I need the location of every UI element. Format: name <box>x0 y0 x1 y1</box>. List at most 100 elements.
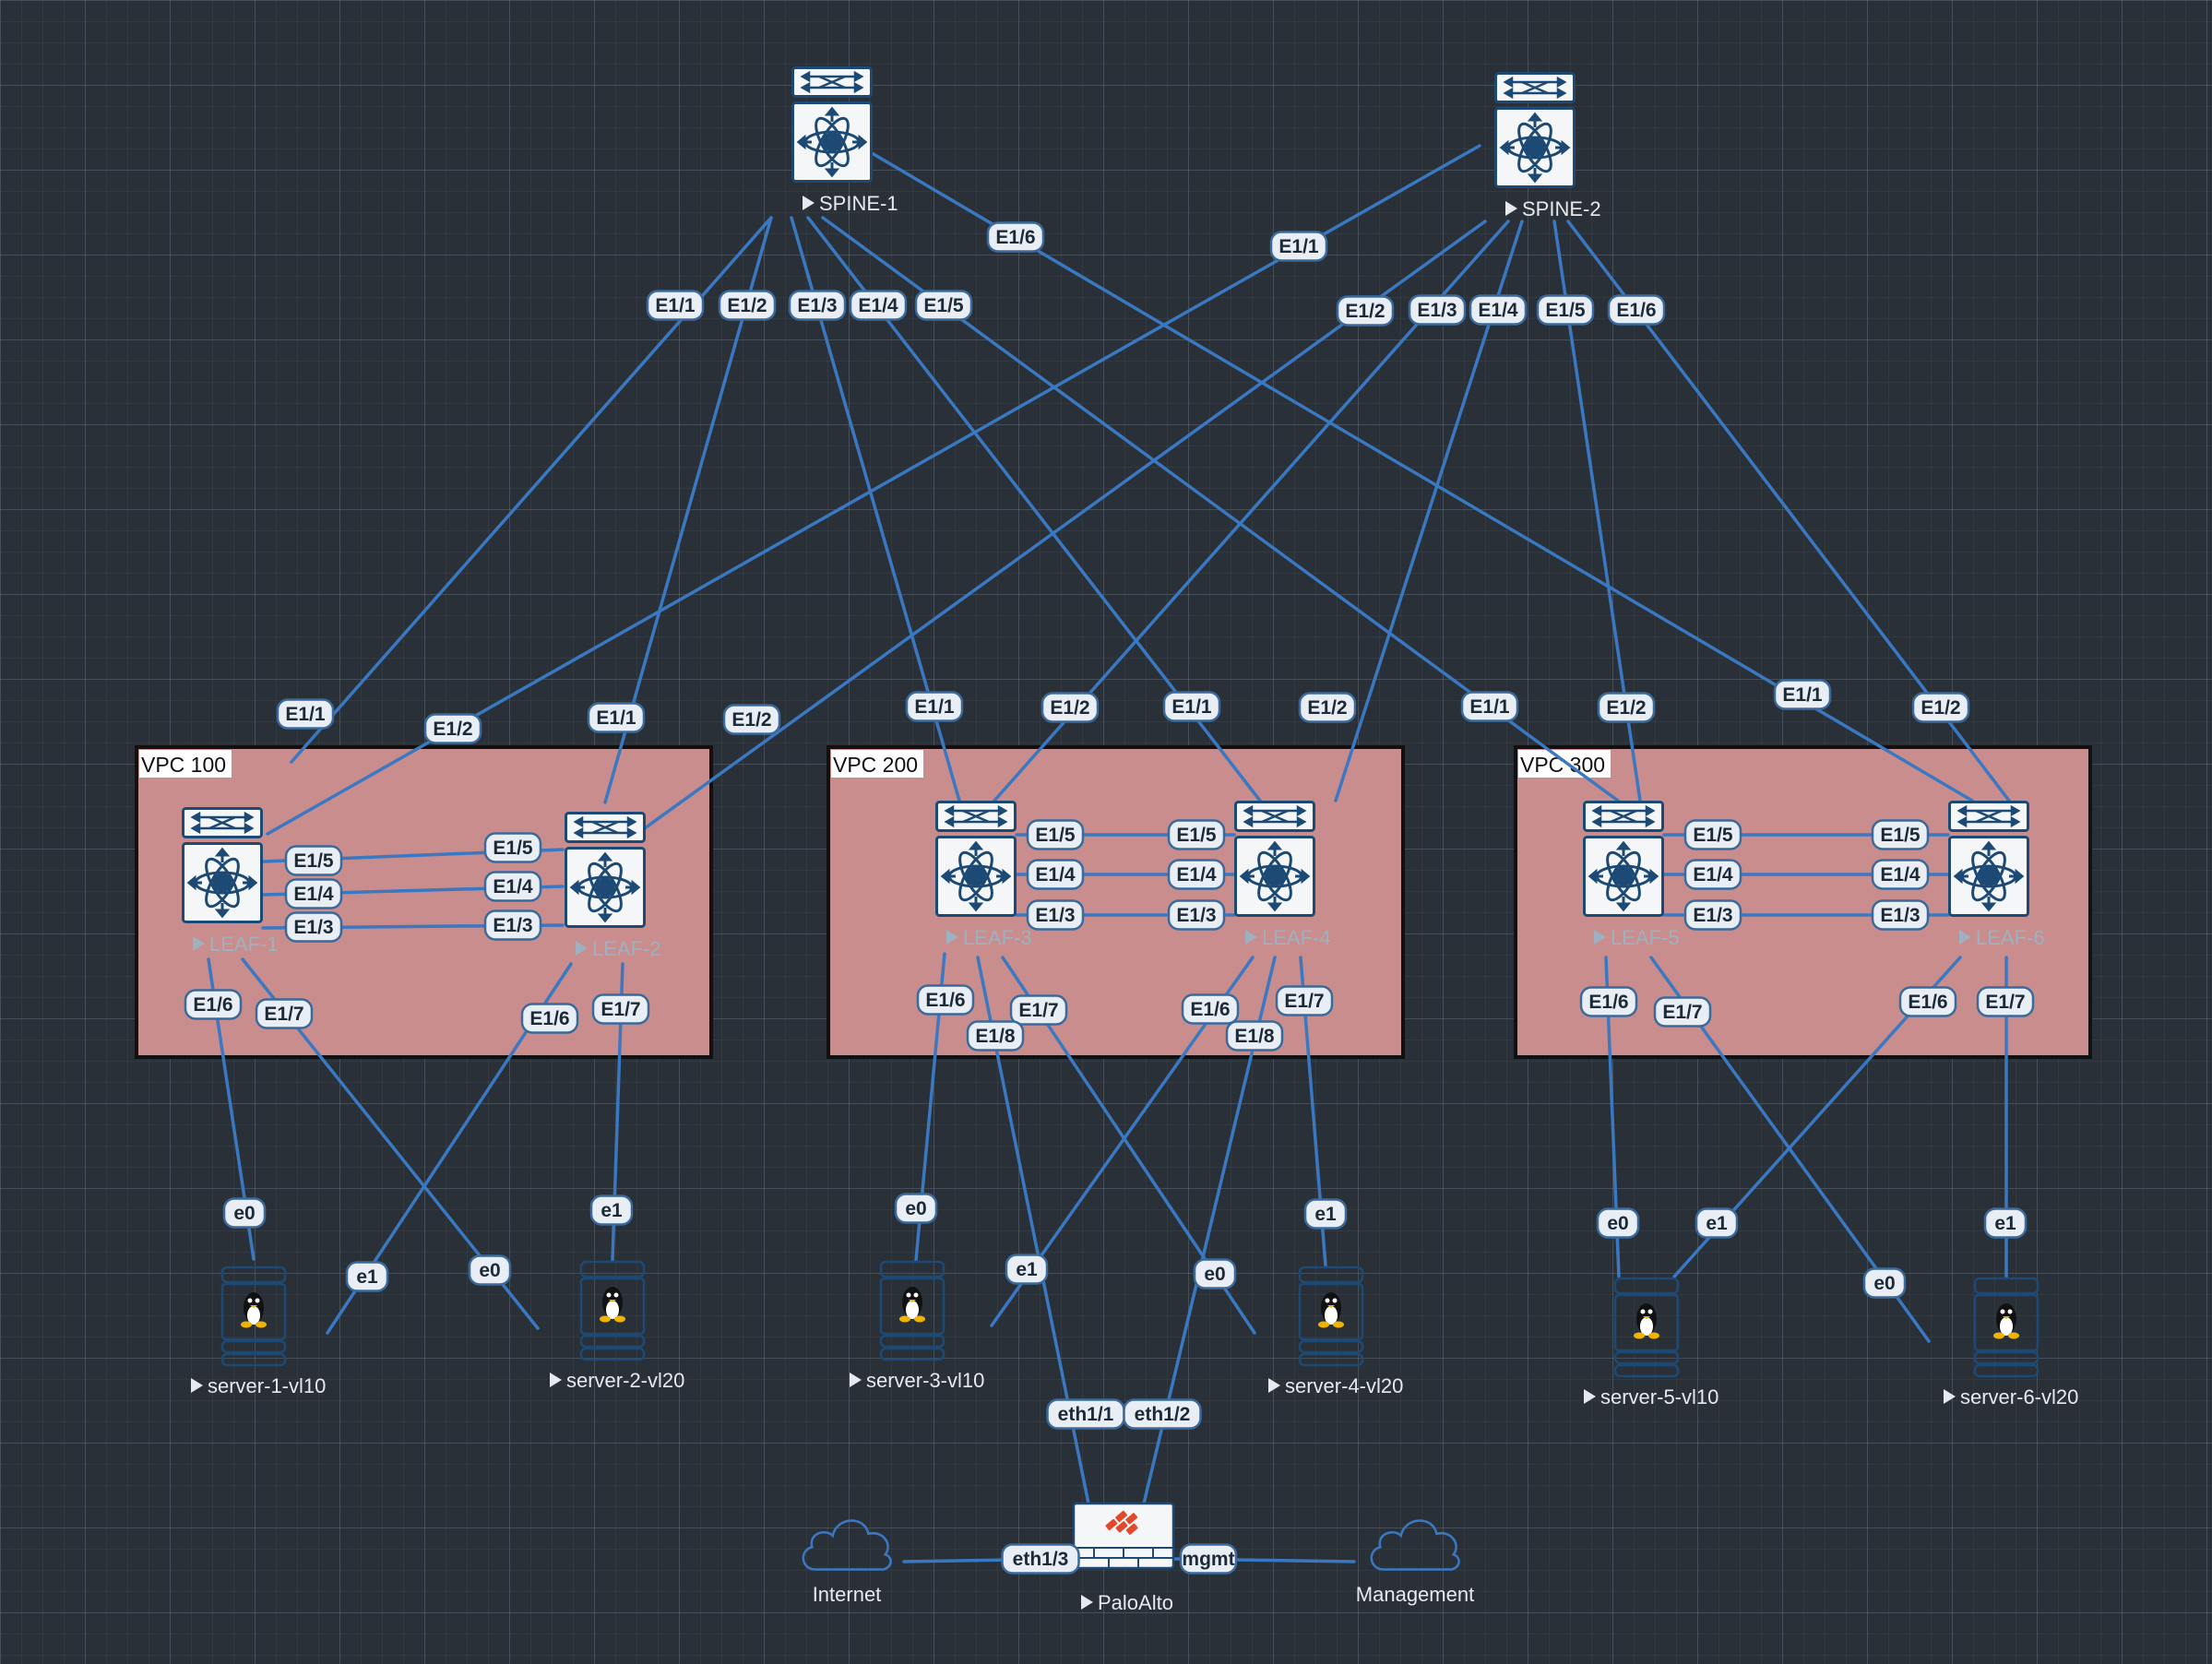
port-badge[interactable]: E1/3 <box>1871 899 1930 931</box>
port-badge[interactable]: E1/4 <box>1871 859 1930 890</box>
node-leaf5[interactable]: LEAF-5 <box>1583 801 1680 950</box>
port-badge[interactable]: E1/4 <box>1683 859 1742 890</box>
port-badge[interactable]: E1/1 <box>1269 231 1328 262</box>
port-badge[interactable]: e1 <box>345 1261 389 1292</box>
node-label-group[interactable]: LEAF-2 <box>576 937 661 960</box>
node-label-group[interactable]: server-1-vl10 <box>191 1374 326 1397</box>
port-badge[interactable]: E1/5 <box>1026 819 1085 850</box>
port-badge[interactable]: E1/5 <box>1871 819 1930 850</box>
port-badge[interactable]: E1/3 <box>1683 899 1742 931</box>
port-badge[interactable]: E1/7 <box>591 993 650 1025</box>
port-badge[interactable]: eth1/1 <box>1046 1398 1125 1430</box>
port-badge[interactable]: E1/5 <box>1536 294 1595 326</box>
port-badge[interactable]: e1 <box>1983 1207 2028 1239</box>
node-server5[interactable]: server-5-vl10 <box>1584 1277 1718 1408</box>
node-spine2[interactable]: SPINE-2 <box>1494 72 1601 221</box>
cloud-internet[interactable]: Internet <box>802 1519 892 1606</box>
port-badge[interactable]: E1/8 <box>966 1020 1025 1052</box>
port-badge[interactable]: E1/4 <box>483 871 542 902</box>
port-badge[interactable]: E1/3 <box>1408 294 1467 326</box>
port-badge[interactable]: E1/5 <box>1167 819 1226 850</box>
port-badge[interactable]: e0 <box>894 1193 938 1224</box>
node-label-group[interactable]: server-3-vl10 <box>850 1369 984 1392</box>
node-label-group[interactable]: PaloAlto <box>1081 1591 1173 1614</box>
port-badge[interactable]: E1/1 <box>646 290 705 321</box>
node-label-group[interactable]: LEAF-4 <box>1245 926 1331 949</box>
port-badge[interactable]: e1 <box>1303 1198 1348 1230</box>
port-badge[interactable]: E1/2 <box>1597 692 1656 723</box>
port-badge[interactable]: E1/6 <box>916 984 975 1016</box>
port-badge[interactable]: E1/2 <box>722 704 781 735</box>
node-paloalto[interactable]: PaloAlto <box>1072 1502 1175 1614</box>
node-server1[interactable]: server-1-vl10 <box>191 1266 326 1397</box>
node-label-group[interactable]: LEAF-5 <box>1594 926 1680 949</box>
port-badge[interactable]: E1/2 <box>1911 692 1970 723</box>
node-label-group[interactable]: LEAF-6 <box>1959 926 2045 949</box>
port-badge[interactable]: E1/1 <box>587 702 646 733</box>
port-badge[interactable]: mgmt <box>1179 1543 1238 1575</box>
port-badge[interactable]: E1/1 <box>1773 679 1832 710</box>
port-badge[interactable]: e1 <box>1695 1207 1739 1239</box>
port-badge[interactable]: E1/1 <box>905 691 964 722</box>
port-badge[interactable]: E1/3 <box>284 911 343 943</box>
port-badge[interactable]: e1 <box>1005 1254 1049 1285</box>
node-spine1[interactable]: SPINE-1 <box>791 66 898 216</box>
port-badge[interactable]: E1/6 <box>1181 993 1240 1025</box>
port-badge[interactable]: e0 <box>1193 1258 1237 1290</box>
node-leaf1[interactable]: LEAF-1 <box>182 807 279 957</box>
port-badge[interactable]: E1/2 <box>423 713 482 744</box>
port-badge[interactable]: E1/5 <box>483 832 542 863</box>
port-badge[interactable]: E1/1 <box>276 698 335 730</box>
node-leaf4[interactable]: LEAF-4 <box>1234 801 1331 950</box>
port-badge[interactable]: E1/6 <box>986 221 1045 253</box>
node-label-group[interactable]: SPINE-2 <box>1505 197 1601 220</box>
port-badge[interactable]: E1/4 <box>849 290 908 321</box>
port-badge[interactable]: E1/4 <box>284 878 343 909</box>
port-badge[interactable]: E1/5 <box>914 290 973 321</box>
node-leaf6[interactable]: LEAF-6 <box>1948 801 2045 950</box>
port-badge[interactable]: E1/4 <box>1167 859 1226 890</box>
cloud-management[interactable]: Management <box>1356 1519 1474 1606</box>
port-badge[interactable]: E1/7 <box>1009 994 1068 1026</box>
port-badge[interactable]: E1/8 <box>1225 1020 1284 1052</box>
port-badge[interactable]: E1/2 <box>1298 692 1357 723</box>
port-badge[interactable]: e0 <box>468 1254 512 1286</box>
node-server2[interactable]: server-2-vl20 <box>550 1260 684 1392</box>
node-label-group[interactable]: SPINE-1 <box>803 192 898 215</box>
node-leaf3[interactable]: LEAF-3 <box>935 801 1032 950</box>
port-badge[interactable]: E1/5 <box>284 845 343 876</box>
port-badge[interactable]: e0 <box>222 1197 267 1229</box>
port-badge[interactable]: E1/4 <box>1026 859 1085 890</box>
port-badge[interactable]: E1/6 <box>520 1003 579 1034</box>
node-label-group[interactable]: server-5-vl10 <box>1584 1385 1718 1408</box>
node-label-group[interactable]: LEAF-3 <box>946 926 1032 949</box>
node-label-group[interactable]: server-6-vl20 <box>1944 1385 2078 1408</box>
port-badge[interactable]: eth1/2 <box>1123 1398 1202 1430</box>
port-badge[interactable]: E1/5 <box>1683 819 1742 850</box>
node-label-group[interactable]: server-4-vl20 <box>1268 1374 1403 1397</box>
port-badge[interactable]: E1/4 <box>1469 294 1528 326</box>
port-badge[interactable]: E1/3 <box>483 909 542 941</box>
port-badge[interactable]: E1/3 <box>788 290 847 321</box>
port-badge[interactable]: e0 <box>1862 1267 1907 1299</box>
port-badge[interactable]: E1/7 <box>255 998 314 1029</box>
port-badge[interactable]: E1/6 <box>1898 986 1957 1017</box>
port-badge[interactable]: E1/6 <box>1607 294 1666 326</box>
node-server4[interactable]: server-4-vl20 <box>1268 1266 1403 1397</box>
port-badge[interactable]: E1/6 <box>1579 986 1638 1017</box>
port-badge[interactable]: E1/1 <box>1162 691 1221 722</box>
port-badge[interactable]: E1/7 <box>1653 996 1712 1028</box>
node-label-group[interactable]: server-2-vl20 <box>550 1369 684 1392</box>
port-badge[interactable]: E1/2 <box>1336 295 1395 327</box>
port-badge[interactable]: e1 <box>589 1195 634 1226</box>
port-badge[interactable]: E1/6 <box>184 989 243 1020</box>
node-server3[interactable]: server-3-vl10 <box>850 1260 984 1392</box>
node-leaf2[interactable]: LEAF-2 <box>565 812 661 961</box>
port-badge[interactable]: e0 <box>1596 1207 1640 1239</box>
port-badge[interactable]: E1/7 <box>1976 986 2035 1017</box>
port-badge[interactable]: E1/7 <box>1275 985 1334 1016</box>
port-badge[interactable]: E1/1 <box>1460 691 1519 722</box>
port-badge[interactable]: E1/3 <box>1167 899 1226 931</box>
port-badge[interactable]: E1/2 <box>718 290 777 321</box>
port-badge[interactable]: E1/2 <box>1041 692 1100 723</box>
